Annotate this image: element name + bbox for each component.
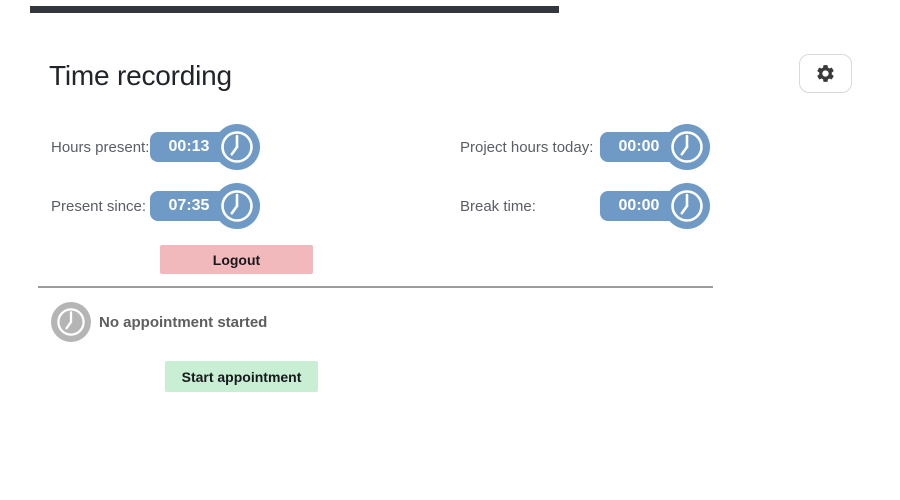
hours-present-timer[interactable]: 00:13 <box>150 124 260 170</box>
appointment-clock-icon <box>51 302 91 342</box>
present-since-label: Present since: <box>51 198 147 215</box>
project-hours-today-value: 00:00 <box>618 138 660 155</box>
appointment-status: No appointment started <box>99 314 268 331</box>
break-time-timer[interactable]: 00:00 <box>600 183 710 229</box>
clock-icon <box>664 183 710 229</box>
gear-icon <box>815 63 836 84</box>
break-time-label: Break time: <box>460 198 536 215</box>
clock-icon <box>214 124 260 170</box>
start-appointment-button[interactable]: Start appointment <box>165 361 318 392</box>
hours-present-label: Hours present: <box>51 139 150 156</box>
section-divider <box>38 286 713 288</box>
project-hours-today-timer[interactable]: 00:00 <box>600 124 710 170</box>
page-title: Time recording <box>49 60 232 91</box>
clock-icon <box>214 183 260 229</box>
top-bar <box>30 6 559 13</box>
present-since-value: 07:35 <box>168 197 210 214</box>
project-hours-today-label: Project hours today: <box>460 139 594 156</box>
break-time-value: 00:00 <box>618 197 660 214</box>
settings-button[interactable] <box>799 54 852 93</box>
clock-icon <box>664 124 710 170</box>
logout-button[interactable]: Logout <box>160 245 313 274</box>
present-since-timer[interactable]: 07:35 <box>150 183 260 229</box>
hours-present-value: 00:13 <box>168 138 210 155</box>
